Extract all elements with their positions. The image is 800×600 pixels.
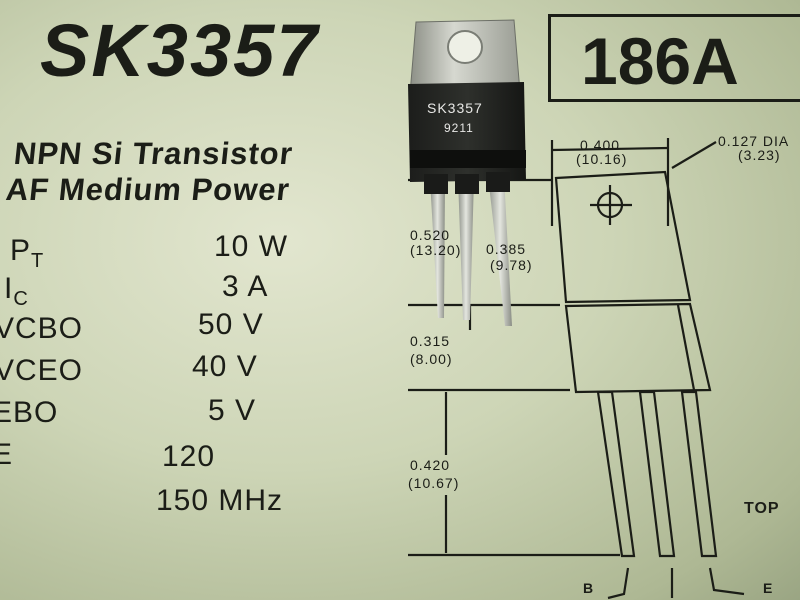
transistor-photo: [408, 19, 526, 326]
rating-value-ft: 150 MHz: [156, 484, 284, 517]
dim-body-lower-mm: (8.00): [410, 351, 453, 367]
view-label: TOP: [744, 500, 780, 517]
dim-body-height-in: 0.520: [410, 227, 450, 243]
rating-value-ic: 3 A: [222, 270, 269, 303]
dim-lead-length-in: 0.420: [410, 457, 450, 473]
rating-value-hfe: 120: [162, 440, 216, 473]
rating-value-vceo: 40 V: [192, 350, 258, 383]
pin-label-e: E: [763, 580, 773, 596]
rating-value-vcbo: 50 V: [198, 308, 264, 341]
dim-pin-offset-in: 0.385: [486, 241, 526, 257]
replacement-code: 186A: [581, 24, 739, 98]
rating-label-vcbo: VCBO: [0, 312, 84, 345]
rating-label-vebo: EBO: [0, 396, 59, 429]
rating-label-pt: PT: [10, 234, 45, 272]
transistor-marking-date: 9211: [444, 121, 474, 135]
dim-tab-width-in: 0.400: [580, 137, 620, 153]
dim-hole-dia-in: 0.127 DIA: [718, 133, 789, 149]
dim-hole-dia-mm: (3.23): [738, 147, 781, 163]
dim-body-lower-in: 0.315: [410, 333, 450, 349]
dim-tab-width-mm: (10.16): [576, 151, 627, 167]
outline-drawing: [408, 138, 745, 600]
dim-lead-length-mm: (10.67): [408, 475, 459, 491]
replacement-code-box: 186A: [548, 14, 800, 102]
part-number-title: SK3357: [40, 9, 320, 92]
rating-value-pt: 10 W: [214, 230, 289, 263]
transistor-marking-part: SK3357: [427, 100, 483, 116]
rating-label-vceo: VCEO: [0, 354, 84, 387]
pin-label-b: B: [583, 580, 594, 596]
rating-label-ic: IC: [4, 272, 29, 310]
rating-value-vebo: 5 V: [208, 394, 257, 427]
dim-body-height-mm: (13.20): [410, 242, 461, 258]
rating-label-hfe: E: [0, 438, 14, 471]
dim-pin-offset-mm: (9.78): [490, 257, 533, 273]
